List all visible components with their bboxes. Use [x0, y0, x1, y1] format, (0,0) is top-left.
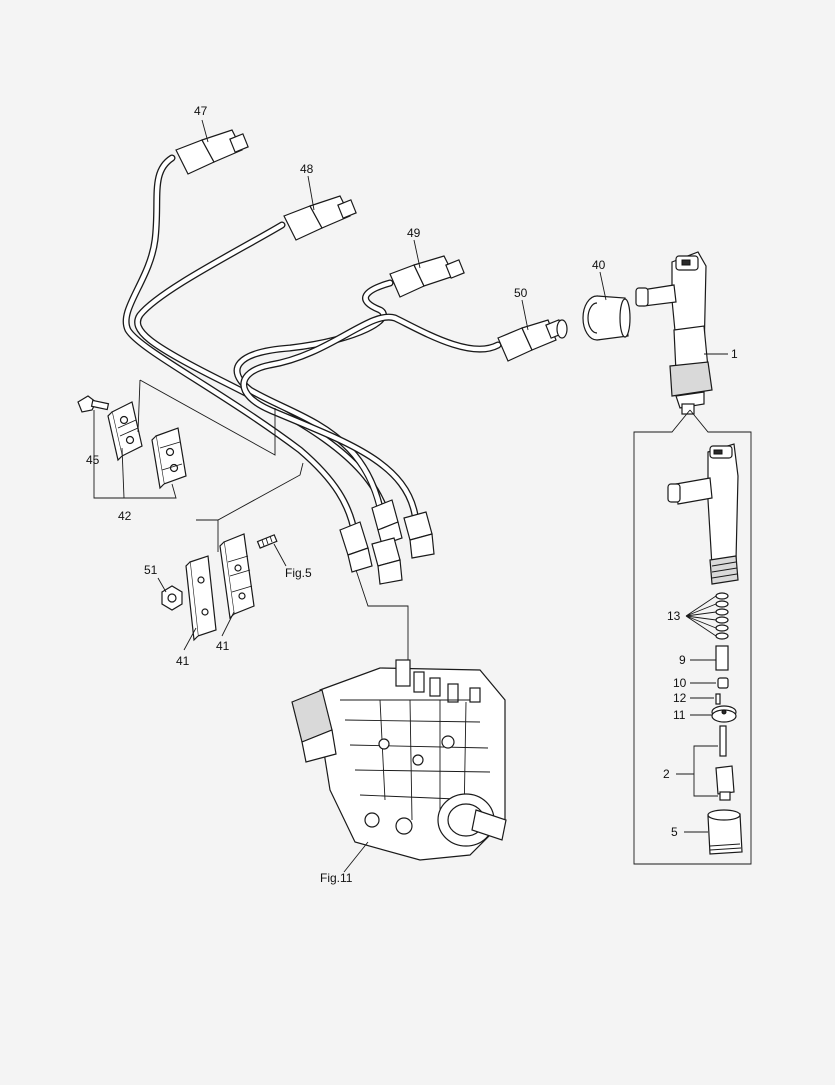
bolt-45 — [77, 395, 110, 413]
clamp-42-lower — [151, 427, 187, 490]
injection-pump — [291, 659, 507, 861]
callout-fig11: Fig.11 — [320, 871, 353, 885]
callout-42: 42 — [118, 509, 132, 523]
callout-48: 48 — [300, 162, 314, 176]
detail-box — [633, 409, 752, 865]
callout-1: 1 — [731, 347, 738, 361]
callout-2: 2 — [663, 767, 670, 781]
injection-pipes — [122, 129, 565, 585]
callout-49: 49 — [407, 226, 421, 240]
callout-11: 11 — [673, 708, 686, 722]
injector-assembly — [635, 251, 713, 415]
callout-fig5: Fig.5 — [285, 566, 312, 580]
callout-41-right: 41 — [216, 639, 230, 653]
callout-41-left: 41 — [176, 654, 190, 668]
callout-13: 13 — [667, 609, 681, 623]
callout-40: 40 — [592, 258, 606, 272]
callout-50: 50 — [514, 286, 528, 300]
clamp-42-upper — [107, 401, 143, 462]
assembly-outlines — [137, 379, 409, 665]
callout-47: 47 — [194, 104, 208, 118]
spacer-11 — [711, 705, 737, 723]
callout-51: 51 — [144, 563, 158, 577]
injector-body-detail — [667, 443, 739, 585]
callout-10: 10 — [673, 676, 687, 690]
callout-5: 5 — [671, 825, 678, 839]
nozzle-2 — [715, 725, 735, 801]
small-seal — [556, 319, 568, 339]
stud-fig5 — [256, 534, 278, 549]
clamp-41-left — [185, 555, 217, 642]
callout-labels: 47 48 49 50 40 1 45 42 51 Fig.5 41 41 Fi… — [86, 104, 738, 885]
seat-10 — [717, 677, 729, 689]
pipe-lower-nuts — [339, 499, 435, 585]
callout-9: 9 — [679, 653, 686, 667]
clamp-41-right — [219, 533, 255, 620]
seal-ring-40 — [582, 295, 631, 341]
pin-12 — [715, 693, 721, 705]
pipe-47-nut — [175, 129, 249, 175]
spring-9 — [715, 645, 729, 671]
pipe-50-nut — [497, 319, 565, 362]
pipe-48-nut — [283, 195, 357, 241]
nut-51 — [161, 585, 183, 611]
callout-12: 12 — [673, 691, 687, 705]
leader-lines — [93, 119, 728, 873]
callout-45: 45 — [86, 453, 100, 467]
pipe-49-nut — [389, 255, 465, 298]
shims-13 — [715, 592, 729, 640]
nut-5 — [707, 809, 743, 855]
